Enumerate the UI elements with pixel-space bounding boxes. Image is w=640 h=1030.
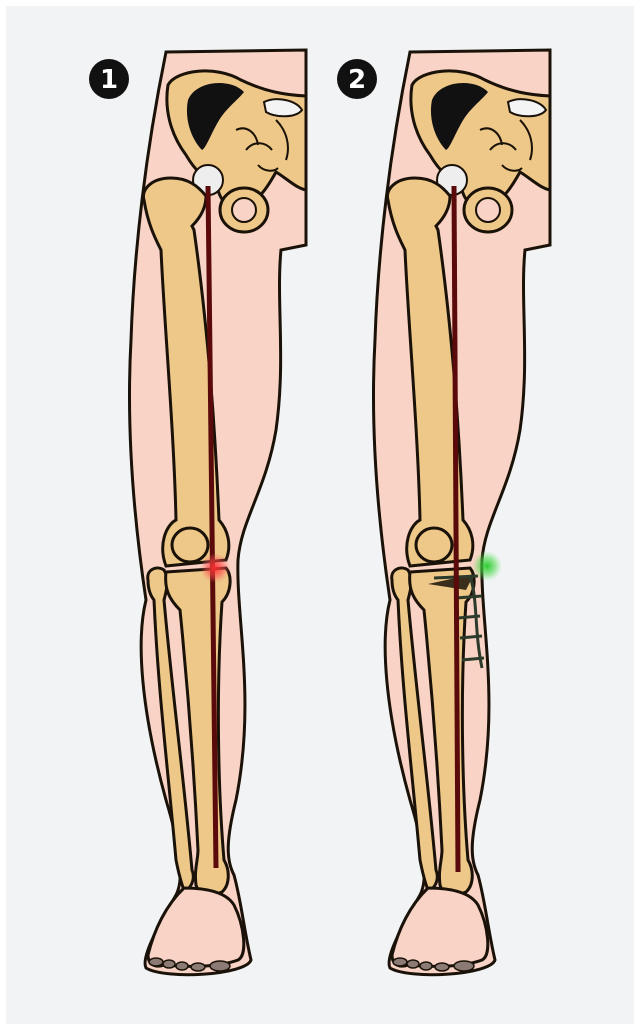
- panel-1-badge: 1: [89, 59, 129, 99]
- badge-number: 1: [100, 65, 118, 95]
- panel-2-badge: 2: [337, 59, 377, 99]
- knee-pain-marker-red: [200, 553, 230, 583]
- badge-number: 2: [348, 65, 366, 95]
- knee-relief-marker-green: [472, 551, 502, 581]
